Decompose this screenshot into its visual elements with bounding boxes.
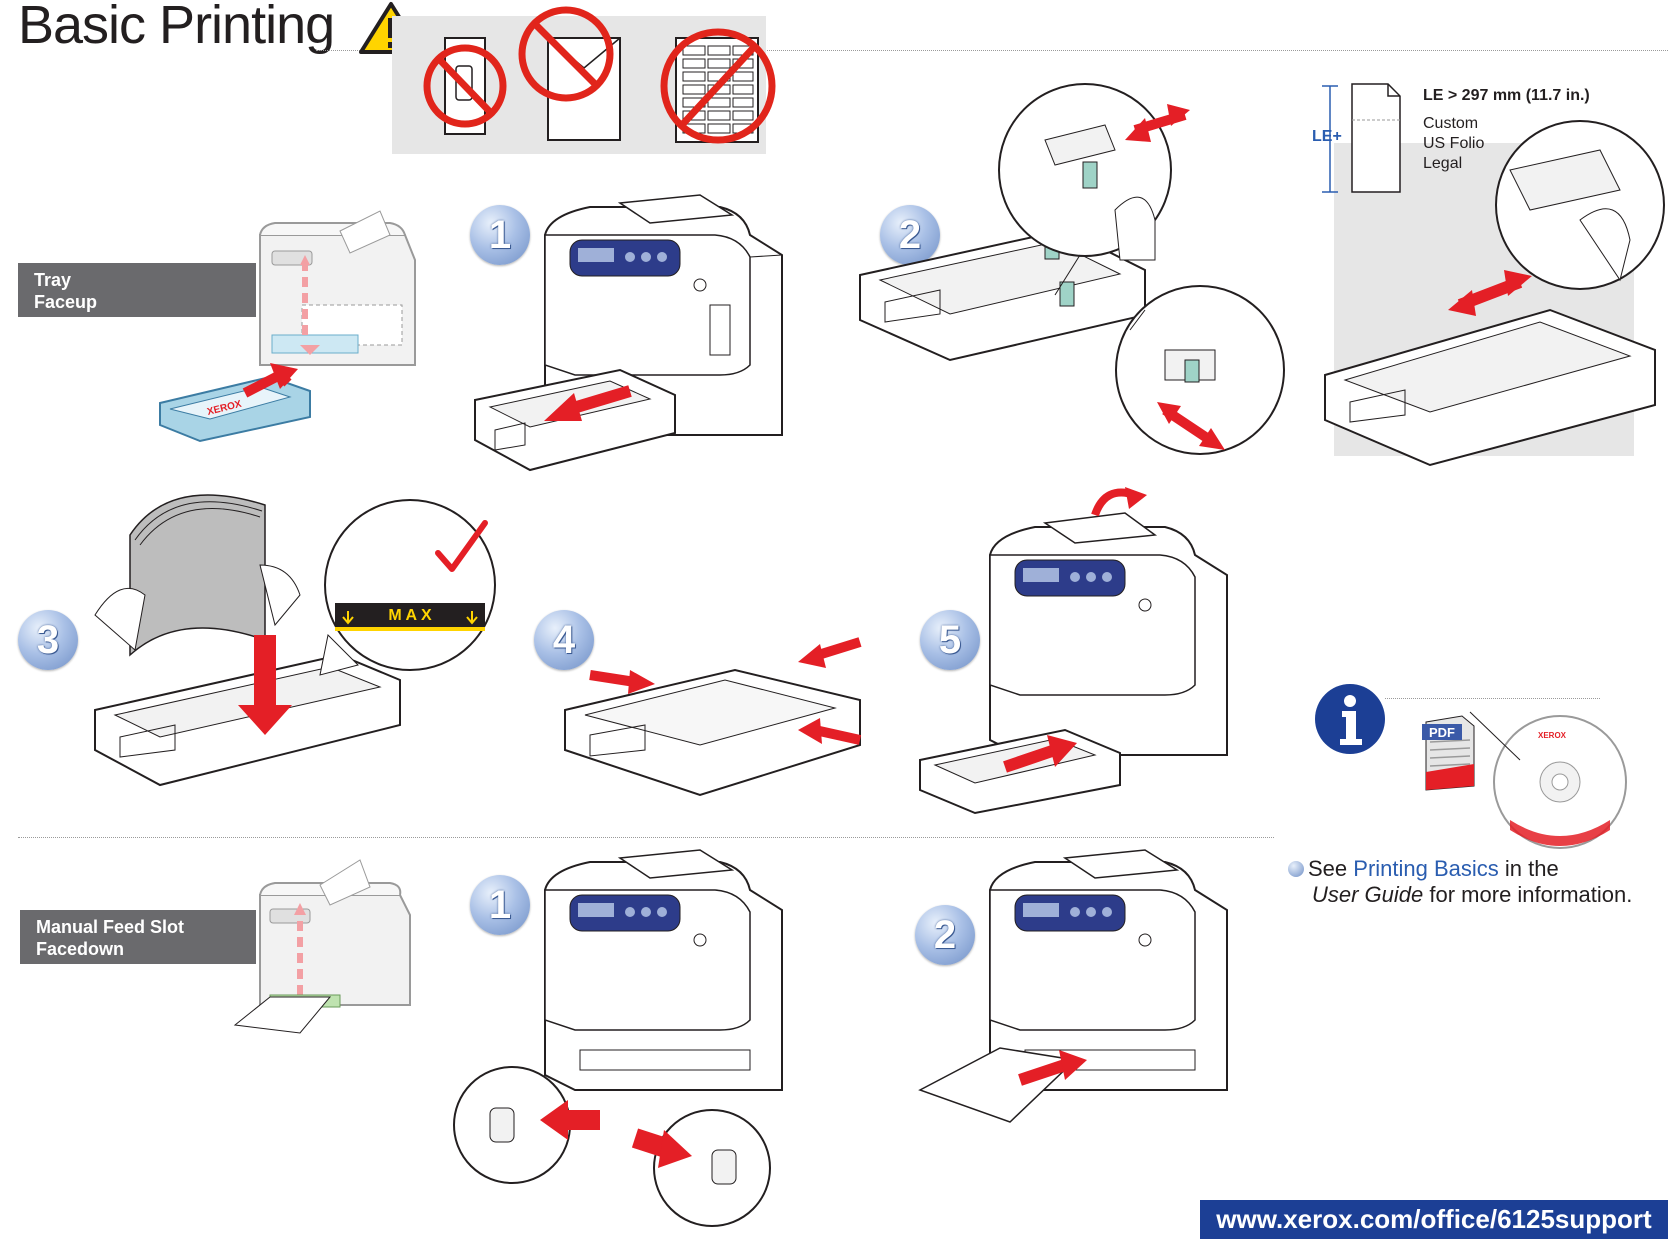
info-icon xyxy=(1315,684,1385,754)
pdf-icon: PDF xyxy=(1422,715,1475,791)
tray-step-2-badge: 2 xyxy=(880,205,940,265)
manual-callout-line2: Facedown xyxy=(36,939,125,959)
cd-brand-label: XEROX xyxy=(1538,731,1567,740)
no-labels-icon xyxy=(660,28,776,144)
info-prefix: See xyxy=(1308,856,1354,881)
tray-faceup-callout: Tray Faceup xyxy=(18,263,256,317)
manual-feed-callout: Manual Feed Slot Facedown xyxy=(20,910,256,964)
tray-guides-illustration xyxy=(859,83,1285,455)
tray-step-2-number: 2 xyxy=(898,212,922,257)
tray-step-3-number: 3 xyxy=(36,617,60,662)
tray-step-5-number: 5 xyxy=(938,617,962,662)
tray-paper-path-illustration: XEROX xyxy=(159,210,416,443)
info-bullet xyxy=(1288,861,1304,877)
manual-step-2-badge: 2 xyxy=(915,905,975,965)
manual-callout-line1: Manual Feed Slot xyxy=(36,917,185,937)
tray-step-5-badge: 5 xyxy=(920,610,980,670)
tray-step-1-badge: 1 xyxy=(470,205,530,265)
load-paper-illustration: M A X xyxy=(94,494,496,787)
tray-callout-line2: Faceup xyxy=(34,292,98,312)
extended-tray-illustration xyxy=(1324,120,1665,467)
le-size-folio: US Folio xyxy=(1423,135,1485,152)
cd-icon: XEROX xyxy=(1469,711,1627,849)
le-heading: LE > 297 mm (11.7 in.) xyxy=(1423,87,1590,104)
support-url-link[interactable]: www.xerox.com/office/6125support xyxy=(1200,1200,1668,1239)
legal-size-sheet-icon xyxy=(1322,83,1401,193)
printer-open-tray-illustration xyxy=(474,194,783,472)
le-size-legal: Legal xyxy=(1423,155,1463,172)
tray-step-1-number: 1 xyxy=(488,212,512,257)
printer-insert-tray-illustration xyxy=(919,487,1228,815)
printing-basics-link[interactable]: Printing Basics xyxy=(1353,856,1499,881)
manual-slot-guides-illustration xyxy=(453,849,783,1227)
le-size-note: LE > 297 mm (11.7 in.) Custom US Folio L… xyxy=(1423,86,1590,174)
prohibited-media-panel xyxy=(392,6,776,154)
max-label: M A X xyxy=(388,607,432,624)
section-divider xyxy=(18,837,1274,838)
manual-step-1-number: 1 xyxy=(488,882,512,927)
info-rule xyxy=(1385,698,1600,699)
le-size-custom: Custom xyxy=(1423,115,1479,132)
tray-step-3-badge: 3 xyxy=(18,610,78,670)
top-rule xyxy=(316,50,1668,51)
user-guide-text: User Guide xyxy=(1312,882,1424,907)
adjust-guides-illustration xyxy=(564,637,862,797)
tray-callout-line1: Tray xyxy=(34,270,72,290)
tray-step-4-badge: 4 xyxy=(534,610,594,670)
page-title: Basic Printing xyxy=(18,0,335,55)
info-middle: in the xyxy=(1498,856,1559,881)
no-envelope-icon xyxy=(518,6,621,141)
info-text: See Printing Basics in the User Guide fo… xyxy=(1288,856,1633,908)
manual-feed-paper-illustration xyxy=(918,849,1228,1123)
no-small-envelope-icon xyxy=(423,37,507,135)
pdf-label: PDF xyxy=(1429,725,1455,740)
manual-step-1-badge: 1 xyxy=(470,875,530,935)
manual-step-2-number: 2 xyxy=(933,912,957,957)
info-suffix: for more information. xyxy=(1423,882,1633,907)
le-tag: LE+ xyxy=(1312,128,1342,145)
tray-step-4-number: 4 xyxy=(552,617,576,662)
manual-paper-path-illustration xyxy=(233,859,411,1034)
